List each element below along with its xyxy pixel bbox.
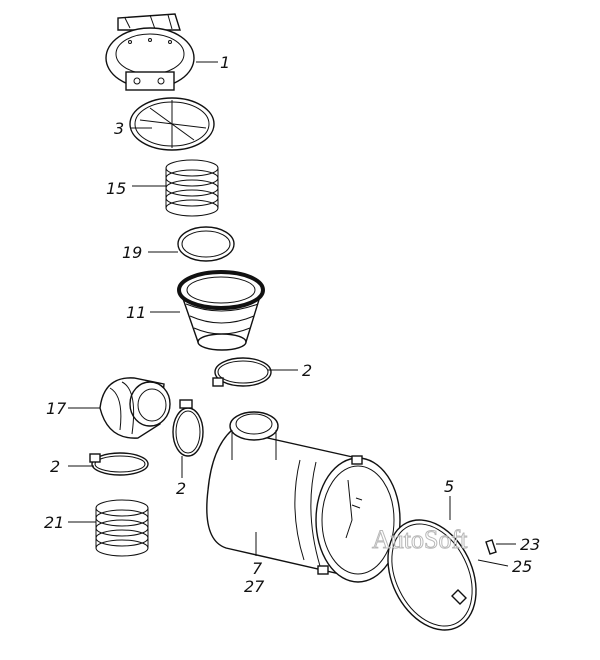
callout-25: 25 xyxy=(512,557,532,576)
callout-27: 27 xyxy=(244,577,265,596)
part-11-bellows xyxy=(177,270,265,351)
callout-19: 19 xyxy=(122,243,142,262)
callout-2-left: 2 xyxy=(50,457,60,476)
part-21-spring xyxy=(95,499,149,557)
part-2-clamp-upper xyxy=(212,357,272,387)
part-7-filter-housing xyxy=(206,411,401,583)
part-5-band-clamp xyxy=(387,519,477,631)
watermark-text: AutoSoft xyxy=(372,525,468,554)
callout-2-middle: 2 xyxy=(176,479,186,498)
callout-3: 3 xyxy=(114,119,124,138)
part-3-gasket xyxy=(129,97,215,151)
callout-7: 7 xyxy=(252,559,263,578)
callout-11: 11 xyxy=(126,303,146,322)
callout-5: 5 xyxy=(444,477,454,496)
part-19-ring xyxy=(177,226,235,262)
part-1-intake-head xyxy=(105,13,195,91)
callout-17: 17 xyxy=(46,399,67,418)
callout-2-upper: 2 xyxy=(302,361,312,380)
callout-23: 23 xyxy=(520,535,540,554)
leader-lines xyxy=(68,61,516,567)
autosoft-watermark: AutoSoft xyxy=(372,525,469,555)
part-2-clamp-left xyxy=(89,452,149,476)
part-23-bolt xyxy=(485,539,497,555)
part-2-clamp-middle xyxy=(172,399,204,457)
callout-15: 15 xyxy=(106,179,126,198)
callout-21: 21 xyxy=(44,513,64,532)
part-15-spring xyxy=(165,159,219,217)
part-17-elbow xyxy=(99,377,171,439)
callout-1: 1 xyxy=(220,53,230,72)
callout-labels: 1 3 15 19 11 2 17 2 2 21 7 27 5 23 25 xyxy=(44,53,540,596)
